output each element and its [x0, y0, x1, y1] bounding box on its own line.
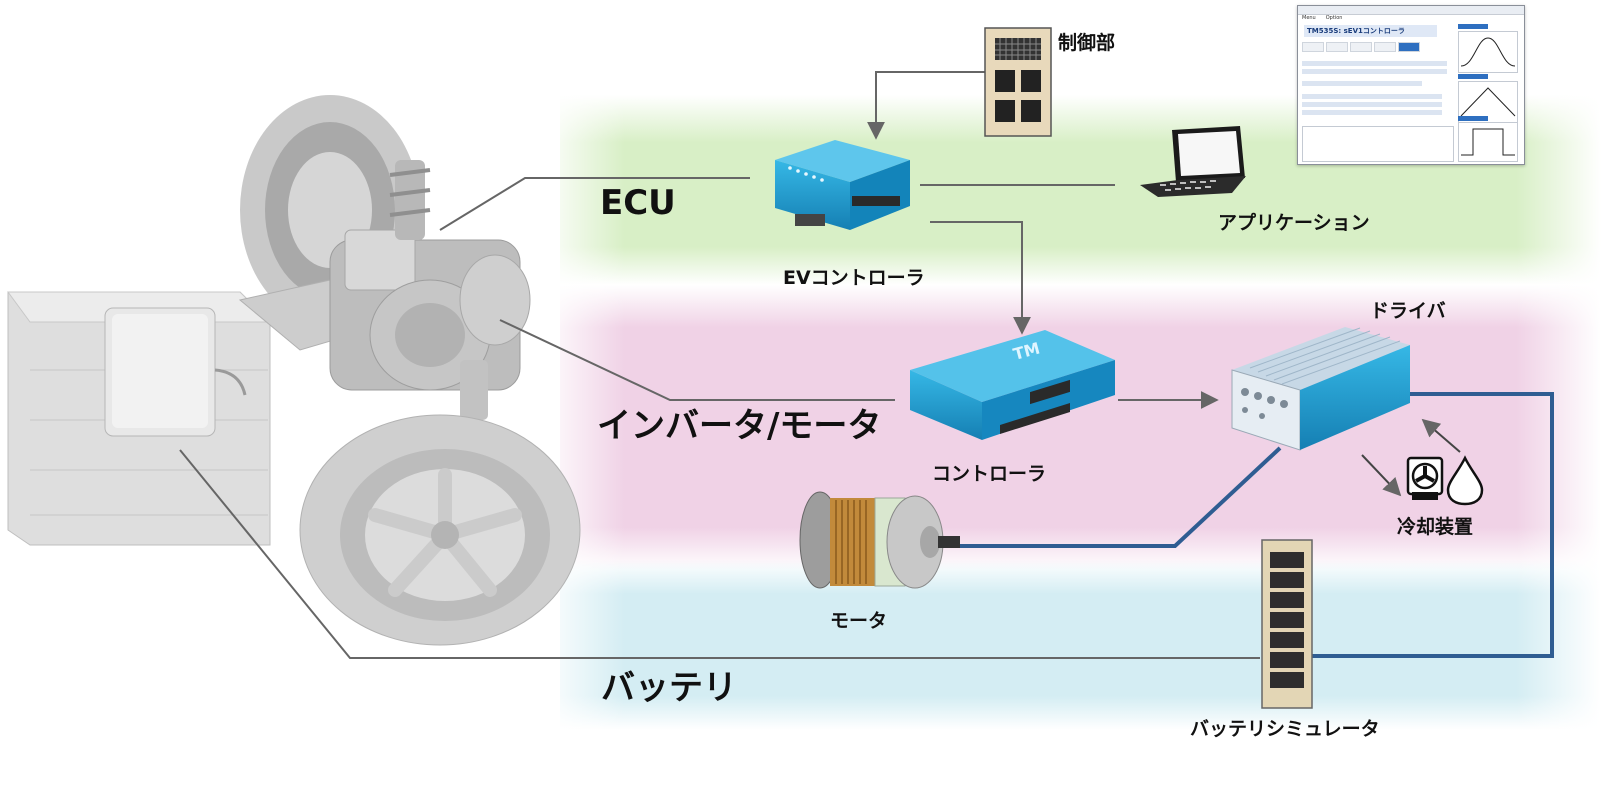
inverter-motor-band-label: インバータ/モータ — [597, 406, 882, 446]
control-unit-device — [984, 27, 1052, 137]
driver-device — [1231, 327, 1410, 451]
app-plot-1 — [1458, 31, 1518, 73]
app-menubar: Menu Option — [1298, 15, 1524, 22]
motor-to-driver-power-line — [958, 446, 1282, 548]
laptop-device — [1140, 126, 1246, 197]
ev-chassis-illustration — [7, 95, 581, 646]
controller-device: TM — [910, 330, 1115, 440]
app-plot-2 — [1458, 81, 1518, 123]
battery-simulator-label: バッテリシミュレータ — [1190, 718, 1380, 740]
application-label: アプリケーション — [1218, 212, 1370, 234]
battery-band-label: バッテリ — [601, 668, 737, 708]
ev-controller-label: EVコントローラ — [783, 267, 925, 289]
fan-icon — [1406, 456, 1444, 500]
app-menu-item: Menu — [1302, 15, 1316, 21]
battery-leader-line — [179, 449, 1260, 659]
ev-controller-device — [775, 140, 910, 230]
app-tabs — [1302, 42, 1420, 52]
app-titlebar — [1298, 6, 1524, 15]
ev-to-controller-arrow — [930, 221, 1031, 335]
driver-label: ドライバ — [1370, 300, 1446, 322]
motor-label: モータ — [830, 610, 888, 632]
driver-to-cooling-arrow — [1361, 454, 1402, 497]
application-window: Menu Option TM535S: sEV1コントローラ — [1297, 5, 1525, 165]
control-to-ev-arrow — [867, 71, 985, 140]
cooling-to-driver-arrow — [1421, 418, 1461, 453]
controller-label: コントローラ — [932, 463, 1047, 485]
app-header-title: TM535S: sEV1コントローラ — [1304, 25, 1437, 37]
water-drop-icon — [1446, 455, 1484, 506]
app-plot-3 — [1458, 122, 1518, 162]
ecu-band-label: ECU — [600, 183, 676, 223]
app-table — [1302, 126, 1454, 162]
app-menu-item: Option — [1325, 15, 1343, 21]
control-unit-label: 制御部 — [1058, 32, 1116, 54]
ecu-leader-line — [439, 177, 750, 231]
driver-to-battery-power-line — [1312, 392, 1554, 658]
motor-device — [799, 491, 960, 589]
cooling-device-label: 冷却装置 — [1397, 516, 1474, 538]
battery-simulator-device — [1261, 539, 1313, 709]
inverter-leader-line — [499, 319, 895, 401]
